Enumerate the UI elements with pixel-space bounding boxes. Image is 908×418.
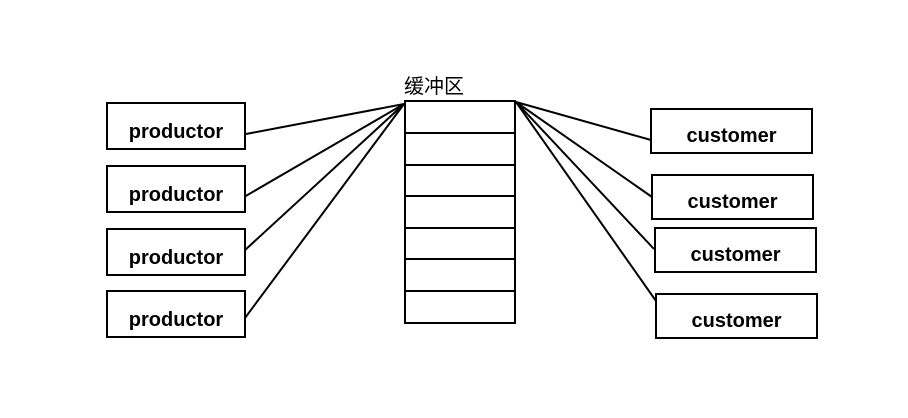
producer-connection-line [243,103,405,252]
producer-label: productor [128,184,224,206]
buffer-slot-divider [406,132,514,134]
producer-box: productor [106,165,246,213]
buffer-box [404,100,516,324]
producer-box: productor [106,228,246,276]
consumer-connection-line [515,101,657,302]
producer-label: productor [128,121,224,143]
producer-label: productor [128,309,224,331]
consumer-connection-line [515,101,655,250]
consumer-box: customer [651,174,814,220]
consumer-label: customer [687,191,778,213]
buffer-title: 缓冲区 [404,74,464,98]
consumer-label: customer [690,244,781,266]
consumer-label: customer [686,125,777,147]
producer-box: productor [106,290,246,338]
producer-connection-line [245,103,405,135]
producer-connection-line [241,103,405,323]
consumer-box: customer [650,108,813,154]
buffer-slot-divider [406,258,514,260]
buffer-slot-divider [406,164,514,166]
consumer-box: customer [654,227,817,273]
buffer-slot-divider [406,227,514,229]
consumer-connection-line [515,101,653,198]
producer-box: productor [106,102,246,150]
consumer-label: customer [691,310,782,332]
buffer-slot-divider [406,195,514,197]
producer-label: productor [128,247,224,269]
producer-connection-line [243,103,405,198]
consumer-box: customer [655,293,818,339]
consumer-connection-line [515,101,652,141]
buffer-slot-divider [406,290,514,292]
